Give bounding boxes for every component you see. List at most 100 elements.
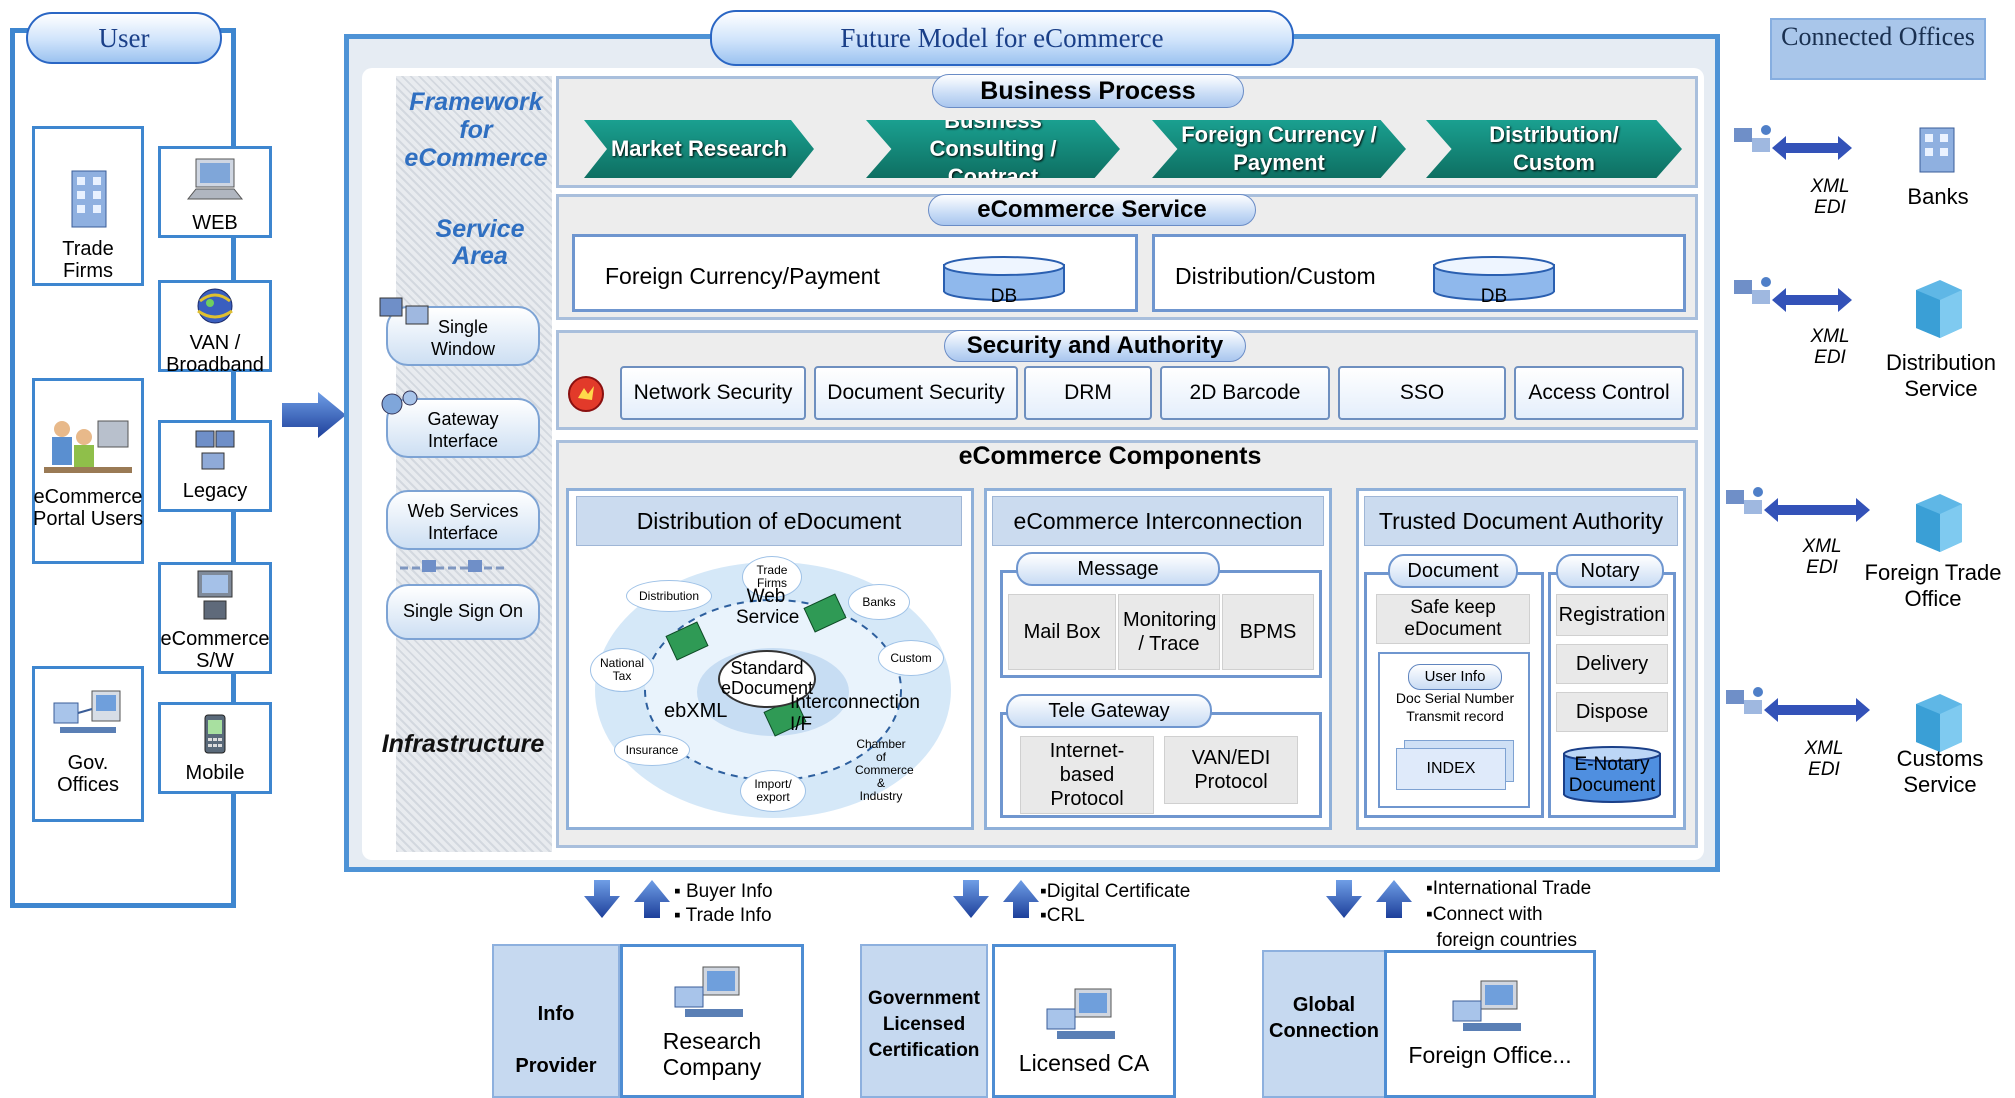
notary-title: Notary (1556, 554, 1664, 588)
user-info-pill: User Info (1408, 664, 1502, 690)
dist-node-label: Custom (890, 650, 932, 665)
dist-node-label: Chamber of Commerce & Industry (855, 736, 914, 803)
message-bpms[interactable]: BPMS (1222, 594, 1314, 670)
db-label: DB (1480, 286, 1508, 307)
message-title: Message (1016, 552, 1220, 586)
foreign-office-box[interactable]: Foreign Office... (1384, 950, 1596, 1098)
user-ecommerce-sw[interactable]: eCommerce S/W (158, 562, 272, 674)
office-foreign-trade: Foreign Trade Office (1864, 560, 2002, 611)
connected-offices-title: Connected Offices (1770, 18, 1986, 80)
service-label: Single Window (430, 317, 496, 359)
security-sso[interactable]: SSO (1338, 366, 1506, 420)
dist-node-chamber: Chamber of Commerce & Industry (850, 728, 914, 812)
notary-dispose[interactable]: Dispose (1556, 692, 1668, 732)
service-item-label: Distribution/Custom (1175, 263, 1376, 289)
notary-item-label: Registration (1558, 604, 1666, 626)
distribution-edocument-title: Distribution of eDocument (576, 496, 962, 546)
components-title: eCommerce Components (958, 442, 1262, 470)
dist-node-label: Banks (862, 594, 896, 609)
bottom-box-label: Research Company (662, 1028, 762, 1080)
e-notary-document[interactable]: E-Notary Document (1562, 746, 1662, 804)
safe-keep-edocument[interactable]: Safe keep eDocument (1376, 594, 1530, 644)
security-title: Security and Authority (944, 330, 1246, 362)
user-to-framework-arrow (282, 392, 346, 438)
process-step-label: Business Consulting / Contract (929, 108, 1057, 189)
trusted-document-title: Trusted Document Authority (1364, 496, 1678, 546)
message-item-label: BPMS (1239, 621, 1297, 643)
office-banks: Banks (1907, 184, 1969, 209)
user-item-label: eCommerce Portal Users (32, 486, 144, 530)
user-item-label: WEB (192, 212, 238, 234)
service-area-label: Service Area (435, 215, 525, 270)
office-customs-service: Customs Service (1896, 746, 1984, 797)
security-shield-icon (568, 376, 604, 412)
notary-delivery[interactable]: Delivery (1556, 644, 1668, 684)
process-step-market-research[interactable]: Market Research (584, 120, 814, 178)
dist-node-trade-firms: Trade Firms (742, 556, 802, 598)
user-item-label: Mobile (185, 762, 245, 784)
office-distribution-service: Distribution Service (1885, 350, 1997, 401)
process-step-label: Foreign Currency / Payment (1181, 122, 1377, 175)
licensed-ca-box[interactable]: Licensed CA (992, 944, 1176, 1098)
security-access-control[interactable]: Access Control (1514, 366, 1684, 420)
server-cluster-icon (195, 430, 235, 470)
process-step-foreign-currency[interactable]: Foreign Currency / Payment (1152, 120, 1406, 178)
computer-network-icon (1452, 980, 1521, 1031)
research-company-box[interactable]: Research Company (620, 944, 804, 1098)
process-step-distribution-custom[interactable]: Distribution/ Custom (1426, 120, 1682, 178)
cube-building-icon (1916, 280, 1962, 338)
gateway-interface-service[interactable]: Gateway Interface (386, 398, 540, 458)
process-step-business-consulting[interactable]: Business Consulting / Contract (866, 120, 1120, 178)
tele-gateway-title: Tele Gateway (1006, 694, 1212, 728)
laptop-icon (186, 158, 244, 200)
message-mail-box[interactable]: Mail Box (1008, 594, 1116, 670)
single-sign-on-service[interactable]: Single Sign On (386, 584, 540, 640)
security-item-label: SSO (1399, 381, 1445, 404)
dist-node-national-tax: National Tax (590, 648, 654, 692)
network-node-icon (1726, 687, 1763, 714)
computer-network-icon (1046, 988, 1115, 1039)
user-gov-offices[interactable]: Gov. Offices (32, 666, 144, 822)
user-trade-firms[interactable]: Trade Firms (32, 126, 144, 286)
user-portal-users[interactable]: eCommerce Portal Users (32, 378, 144, 564)
dist-node-label: Insurance (625, 742, 679, 757)
security-network-security[interactable]: Network Security (620, 366, 806, 420)
framework-label: Framework for eCommerce (404, 88, 548, 172)
globe-network-icon (197, 288, 233, 324)
security-2d-barcode[interactable]: 2D Barcode (1160, 366, 1330, 420)
user-item-label: Trade Firms (62, 238, 114, 282)
user-mobile[interactable]: Mobile (158, 702, 272, 794)
web-services-interface-service[interactable]: Web Services Interface (386, 490, 540, 550)
security-drm[interactable]: DRM (1024, 366, 1152, 420)
dist-node-insurance: Insurance (614, 734, 690, 766)
user-van-broadband[interactable]: VAN / Broadband (158, 280, 272, 376)
index-card: INDEX (1396, 748, 1506, 790)
dist-node-banks: Banks (848, 584, 910, 620)
gateway-van-edi-protocol[interactable]: VAN/EDI Protocol (1164, 736, 1298, 804)
user-web[interactable]: WEB (158, 146, 272, 238)
mobile-phone-icon (204, 714, 226, 754)
gateway-internet-protocol[interactable]: Internet-based Protocol (1020, 736, 1154, 814)
dist-node-custom: Custom (878, 640, 944, 676)
notary-registration[interactable]: Registration (1556, 594, 1668, 636)
bottom-bullets-certification: ▪Digital Certificate▪CRL (1040, 881, 1191, 926)
security-document-security[interactable]: Document Security (814, 366, 1018, 420)
infrastructure-label: Infrastructure (381, 730, 545, 758)
message-monitoring-trace[interactable]: Monitoring / Trace (1118, 594, 1220, 670)
process-step-label: Market Research (610, 136, 788, 161)
bottom-updown-arrows (584, 880, 1412, 918)
cube-building-icon (1916, 494, 1962, 552)
security-item-label: Network Security (633, 381, 793, 404)
service-distribution-custom-box[interactable]: Distribution/Custom (1152, 234, 1686, 312)
security-item-label: Document Security (827, 381, 1005, 404)
notary-item-label: Dispose (1575, 701, 1649, 723)
user-legacy[interactable]: Legacy (158, 420, 272, 512)
service-label: Web Services Interface (407, 501, 519, 543)
message-item-label: Monitoring / Trace (1123, 609, 1217, 655)
interconnection-if-label: Interconnection I/F (790, 692, 920, 735)
security-item-label: 2D Barcode (1189, 381, 1301, 404)
cube-building-icon (1916, 694, 1962, 752)
